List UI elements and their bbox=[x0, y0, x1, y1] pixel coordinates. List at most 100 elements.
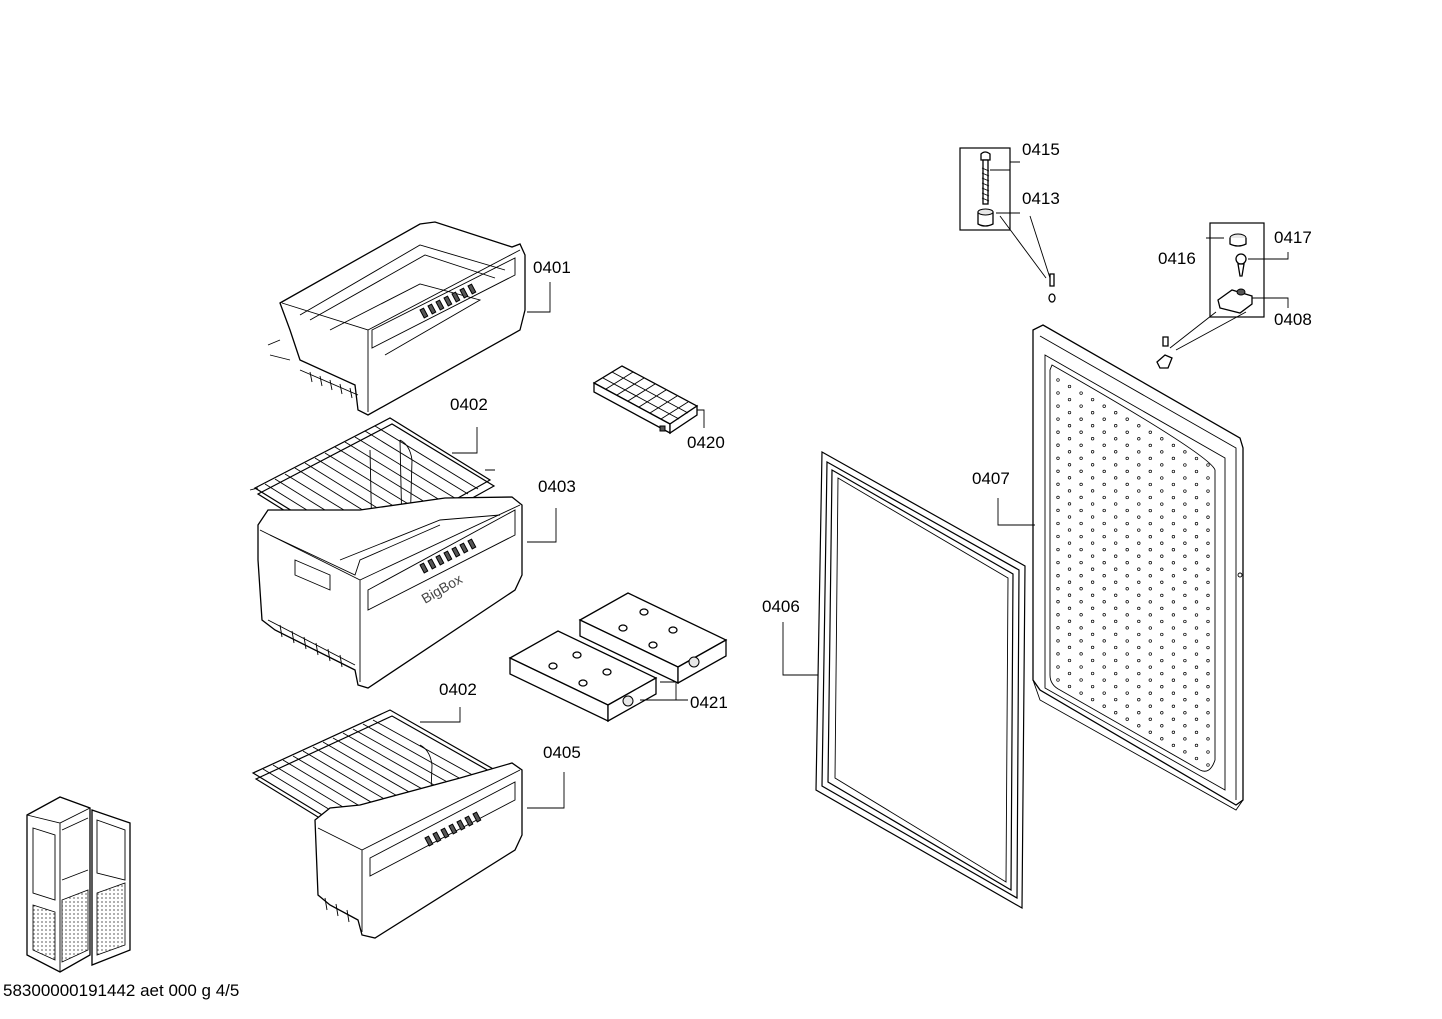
vent-dot bbox=[1183, 750, 1187, 754]
hinge-pin-inset bbox=[959, 147, 1056, 303]
vent-dot bbox=[1137, 698, 1141, 702]
vent-dot bbox=[1067, 410, 1072, 415]
vent-dot bbox=[1102, 508, 1106, 513]
vent-dot bbox=[1114, 424, 1118, 428]
vent-dot bbox=[1171, 704, 1176, 708]
vent-dot bbox=[1148, 691, 1152, 695]
vent-dot bbox=[1160, 489, 1164, 493]
vent-dot bbox=[1079, 547, 1083, 552]
vent-dot bbox=[1102, 456, 1106, 460]
vent-dot bbox=[1137, 593, 1141, 597]
vent-dot bbox=[1160, 606, 1164, 611]
vent-dot bbox=[1171, 613, 1176, 617]
vent-dot bbox=[1102, 561, 1106, 565]
vent-dot bbox=[1148, 561, 1152, 565]
vent-dot bbox=[1194, 717, 1199, 721]
vent-dot bbox=[1171, 665, 1176, 669]
vent-dot bbox=[1056, 574, 1060, 578]
vent-dot bbox=[1137, 684, 1141, 689]
vent-dot bbox=[1067, 515, 1072, 519]
vent-dot bbox=[1148, 495, 1152, 500]
vent-dot bbox=[1102, 704, 1106, 708]
vent-dot bbox=[1148, 717, 1152, 721]
vent-dot bbox=[1137, 450, 1141, 454]
vent-dot bbox=[1067, 437, 1072, 441]
vent-dot bbox=[1114, 593, 1118, 597]
callout-0413: 0413 bbox=[1022, 189, 1060, 208]
vent-dot bbox=[1125, 639, 1129, 643]
vent-dot bbox=[1137, 632, 1141, 637]
vent-dot bbox=[1102, 482, 1106, 487]
vent-dot bbox=[1125, 665, 1129, 669]
vent-dot bbox=[1137, 606, 1141, 611]
vent-dot bbox=[1206, 632, 1210, 637]
vent-dot bbox=[1102, 534, 1106, 539]
vent-dot bbox=[1171, 495, 1176, 500]
vent-dot bbox=[1206, 593, 1210, 598]
vent-dot bbox=[1056, 378, 1060, 382]
vent-dot bbox=[1079, 652, 1083, 656]
vent-dot bbox=[1148, 430, 1152, 434]
vent-dot bbox=[1206, 476, 1210, 480]
vent-dot bbox=[1148, 678, 1152, 682]
vent-dot bbox=[1137, 541, 1141, 545]
vent-dot bbox=[1148, 652, 1152, 656]
vent-dot bbox=[1056, 482, 1060, 486]
vent-dot bbox=[1137, 619, 1141, 624]
vent-dot bbox=[1067, 541, 1072, 545]
vent-dot bbox=[1171, 743, 1176, 748]
vent-dot bbox=[1114, 437, 1118, 441]
vent-dot bbox=[1160, 685, 1164, 689]
vent-dot bbox=[1056, 430, 1060, 434]
vent-dot bbox=[1125, 521, 1129, 526]
vent-dot bbox=[1056, 600, 1060, 604]
vent-dot bbox=[1090, 424, 1095, 428]
vent-dot bbox=[1079, 665, 1083, 669]
vent-dot bbox=[1148, 521, 1152, 526]
vent-dot bbox=[1102, 613, 1106, 617]
vent-dot bbox=[1079, 417, 1083, 421]
vent-dot bbox=[1090, 450, 1095, 454]
vent-dot bbox=[1206, 541, 1210, 545]
vent-dot bbox=[1102, 547, 1106, 552]
vent-dot bbox=[1206, 724, 1210, 728]
vent-dot bbox=[1160, 658, 1164, 663]
vent-dot bbox=[1183, 528, 1187, 532]
vent-dot bbox=[1137, 645, 1141, 650]
vent-dot bbox=[1183, 619, 1187, 624]
vent-dot bbox=[1137, 567, 1141, 571]
vent-dot bbox=[1183, 698, 1187, 702]
callout-0407: 0407 bbox=[972, 469, 1010, 488]
vent-dot bbox=[1206, 711, 1210, 715]
vent-dot bbox=[1079, 482, 1083, 487]
callout-0417: 0417 bbox=[1274, 228, 1312, 247]
vent-dot bbox=[1148, 443, 1152, 448]
vent-dot bbox=[1206, 606, 1210, 611]
drawer-0405 bbox=[314, 762, 523, 939]
vent-dot bbox=[1090, 684, 1095, 689]
vent-dot bbox=[1114, 580, 1118, 584]
vent-dot bbox=[1125, 456, 1129, 461]
vent-dot bbox=[1125, 717, 1129, 721]
vent-dot bbox=[1194, 665, 1199, 669]
vent-dot bbox=[1137, 580, 1141, 584]
vent-dot bbox=[1056, 495, 1060, 500]
vent-dot bbox=[1160, 737, 1164, 741]
vent-dot bbox=[1160, 450, 1164, 454]
vent-dot bbox=[1125, 495, 1129, 500]
vent-dot bbox=[1079, 391, 1083, 395]
vent-dot bbox=[1102, 626, 1106, 630]
vent-dot bbox=[1090, 489, 1095, 493]
vent-dot bbox=[1114, 411, 1118, 415]
vent-dot bbox=[1090, 515, 1095, 519]
vent-dot bbox=[1137, 554, 1141, 558]
vent-dot bbox=[1067, 476, 1072, 480]
vent-dot bbox=[1160, 711, 1164, 715]
vent-dot bbox=[1206, 489, 1210, 493]
vent-dot bbox=[1206, 528, 1210, 532]
callout-0405: 0405 bbox=[543, 743, 581, 762]
vent-dot bbox=[1125, 678, 1129, 682]
drawer-0403-bigbox: BigBox bbox=[257, 496, 523, 689]
vent-dot bbox=[1125, 508, 1129, 513]
vent-dot bbox=[1148, 508, 1152, 513]
